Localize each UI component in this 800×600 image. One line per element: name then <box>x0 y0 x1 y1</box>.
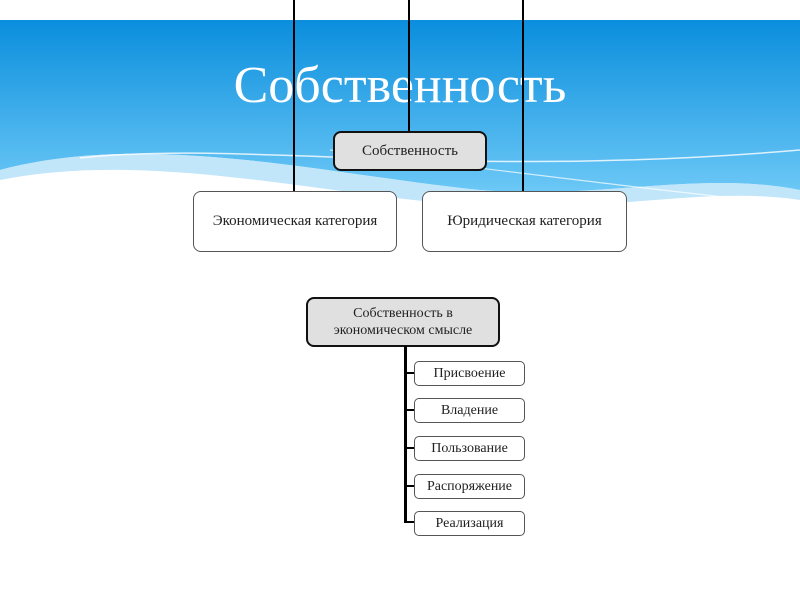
diagram1-child-box: Юридическая категория <box>422 191 627 252</box>
diagram2-root-box: Собственность в экономическом смысле <box>306 297 500 347</box>
connector-line <box>293 0 295 192</box>
connector-line <box>404 346 407 523</box>
diagram2-child-box: Присвоение <box>414 361 525 386</box>
connector-line <box>408 0 410 132</box>
diagram2-child-box: Владение <box>414 398 525 423</box>
diagram1-child-box: Экономическая категория <box>193 191 397 252</box>
connector-tick <box>404 409 415 411</box>
connector-line <box>522 0 524 192</box>
diagram2-child-box: Реализация <box>414 511 525 536</box>
connector-tick <box>404 372 415 374</box>
connector-tick <box>404 521 415 523</box>
diagram2-child-box: Распоряжение <box>414 474 525 499</box>
connector-tick <box>404 447 415 449</box>
diagram1-root-box: Собственность <box>333 131 487 171</box>
diagram2-child-box: Пользование <box>414 436 525 461</box>
slide-title: Собственность <box>233 57 567 114</box>
connector-tick <box>404 485 415 487</box>
